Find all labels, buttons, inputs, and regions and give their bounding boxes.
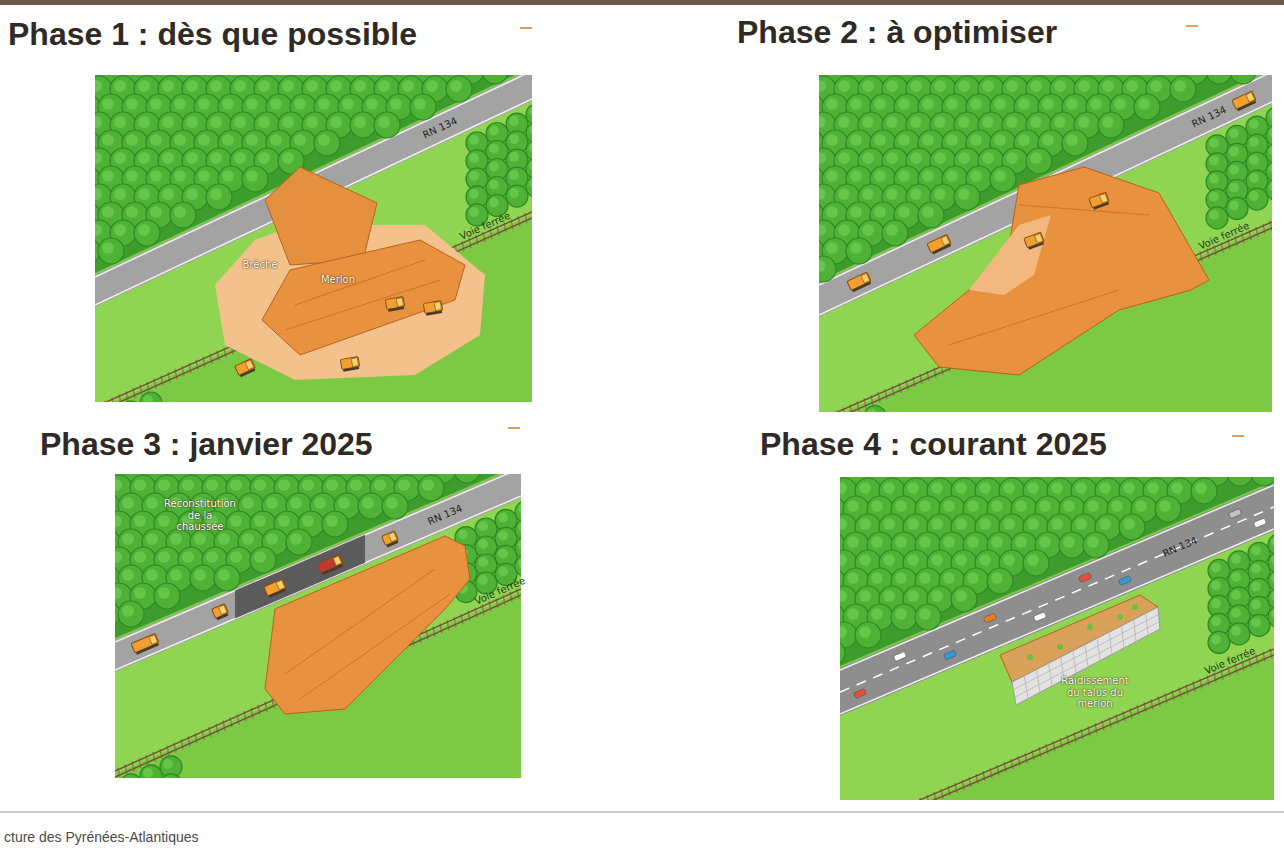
vehicle xyxy=(1232,91,1257,112)
phase-heading: Phase 1 : dès que possible xyxy=(8,16,422,53)
phase-panel: Phase 2 : à optimiser xyxy=(737,14,1062,53)
vehicle xyxy=(385,297,405,312)
vehicle xyxy=(317,555,344,576)
scene-label: Brèche xyxy=(243,259,278,271)
phase-scene xyxy=(819,75,1272,412)
phase-heading: Phase 3 : janvier 2025 xyxy=(40,426,377,463)
car xyxy=(1033,612,1046,622)
vehicle xyxy=(131,633,160,655)
car xyxy=(1078,572,1091,582)
merlon xyxy=(914,167,1209,375)
vehicle xyxy=(235,359,257,378)
phase-scene xyxy=(115,474,521,778)
scene-label: Raidissement du talus du merlon xyxy=(1054,675,1136,710)
footer-rule xyxy=(0,811,1284,813)
breach xyxy=(265,167,377,265)
phase-panel: Phase 3 : janvier 2025 xyxy=(40,426,377,465)
car xyxy=(853,688,866,698)
vehicle xyxy=(382,531,400,548)
accent-dash xyxy=(520,27,532,29)
vehicle xyxy=(423,301,443,316)
vehicle xyxy=(1024,232,1045,250)
phase-scene xyxy=(95,75,532,402)
phase-heading: Phase 2 : à optimiser xyxy=(737,14,1062,51)
accent-dash xyxy=(508,427,520,429)
vehicle xyxy=(927,234,952,255)
merlon xyxy=(265,536,470,714)
scene-label: Reconstitution de la chaussée xyxy=(163,498,237,533)
car xyxy=(1253,518,1266,528)
scene-label: Merlon xyxy=(321,274,355,286)
vehicle xyxy=(847,272,872,293)
footer-text: cture des Pyrénées-Atlantiques xyxy=(4,829,199,845)
accent-dash xyxy=(1186,25,1198,27)
vehicle xyxy=(264,579,287,598)
phase-panel: Phase 1 : dès que possible xyxy=(8,16,422,55)
car xyxy=(1228,509,1241,519)
vehicle xyxy=(212,604,230,621)
merlon xyxy=(262,240,465,355)
phase-heading: Phase 4 : courant 2025 xyxy=(760,426,1111,463)
car xyxy=(1118,575,1131,585)
car xyxy=(983,613,996,623)
car xyxy=(893,651,906,661)
accent-dash xyxy=(1232,435,1244,437)
top-strip xyxy=(0,0,1284,5)
road xyxy=(840,483,1274,716)
phase-scene xyxy=(840,477,1274,800)
vehicle xyxy=(1089,192,1110,210)
phase-panel: Phase 4 : courant 2025 xyxy=(760,426,1111,465)
vehicle xyxy=(340,357,360,372)
car xyxy=(943,650,956,660)
